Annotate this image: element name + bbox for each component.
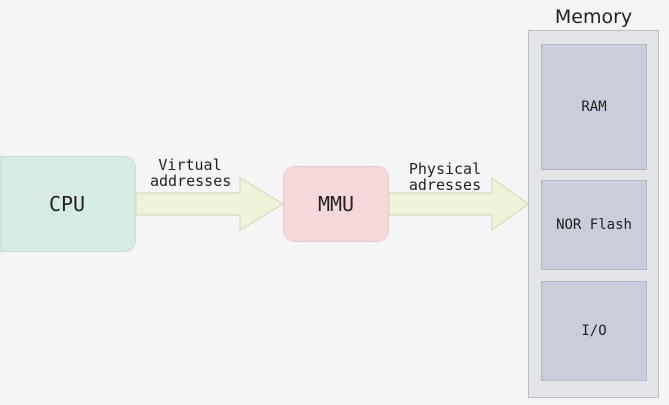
memory-block-ram: RAM bbox=[541, 44, 647, 170]
memory-title: Memory bbox=[554, 6, 633, 28]
memory-block-label: RAM bbox=[581, 99, 607, 115]
physical-addresses-label: Physical adresses bbox=[405, 161, 485, 193]
memory-block-nor-flash: NOR Flash bbox=[541, 180, 647, 270]
memory-block-io: I/O bbox=[541, 281, 647, 381]
virtual-addresses-line1: Virtual bbox=[158, 156, 222, 174]
physical-addresses-line1: Physical bbox=[408, 160, 482, 178]
physical-addresses-arrow bbox=[388, 177, 529, 231]
mmu-label: MMU bbox=[317, 192, 355, 216]
cpu-box: CPU bbox=[0, 156, 136, 252]
cpu-label: CPU bbox=[48, 192, 86, 216]
memory-block-label: I/O bbox=[581, 323, 607, 339]
virtual-addresses-arrow bbox=[135, 177, 284, 231]
physical-addresses-line2: adresses bbox=[408, 176, 482, 194]
virtual-addresses-label: Virtual addresses bbox=[150, 156, 232, 190]
mmu-box: MMU bbox=[283, 166, 389, 242]
memory-block-label: NOR Flash bbox=[556, 217, 632, 233]
virtual-addresses-line2: addresses bbox=[150, 172, 232, 190]
